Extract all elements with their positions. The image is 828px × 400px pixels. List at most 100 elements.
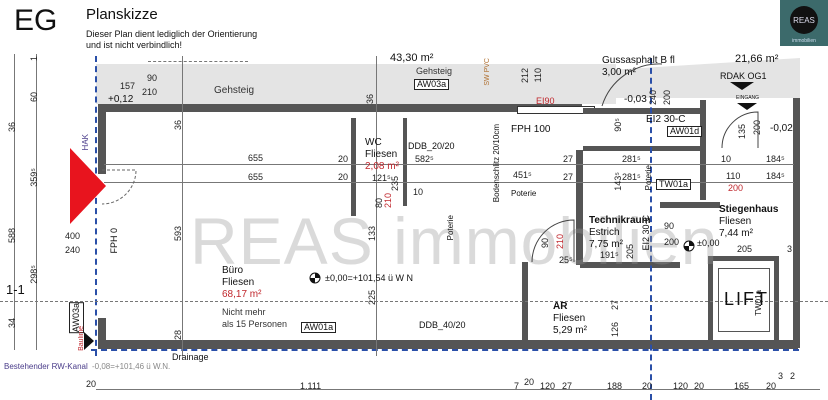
dim-bottom-2: 2 xyxy=(790,371,796,381)
dim-stair-184b: 184⁵ xyxy=(766,171,785,181)
room-tech-name: Technikraum xyxy=(589,215,651,226)
room-wc: WC Fliesen 2,08 m² xyxy=(365,137,399,173)
dim-bottom-20d: 20 xyxy=(694,381,705,391)
lift-wall-north xyxy=(708,256,779,261)
dim-655-b: 655 xyxy=(248,172,264,182)
dim-left-60: 60 xyxy=(29,92,39,103)
south-wall xyxy=(98,340,798,349)
dim-tech-191: 191⁵ xyxy=(600,250,619,260)
dim-line-36 xyxy=(376,56,377,356)
dim-36-buero: 36 xyxy=(173,120,183,131)
room-wc-area: 2,08 m² xyxy=(365,161,399,172)
tag-tw01a-lift: TW01a xyxy=(754,290,763,316)
sidewalk-area-value: 43,30 m² xyxy=(390,52,434,64)
dim-wc-582: 582⁵ xyxy=(415,154,434,164)
dim-stair-90: 90 xyxy=(664,221,675,231)
gusss-wall-south xyxy=(583,146,703,151)
north-wall xyxy=(98,104,582,112)
label-hak: HAK xyxy=(81,134,90,151)
tag-aw01d: AW01d xyxy=(667,126,703,137)
stair-wall-2 xyxy=(660,202,720,208)
disclaimer-line-1: Dieser Plan dient lediglich der Orientie… xyxy=(86,29,258,39)
tag-poterie-2: Poterie xyxy=(511,189,537,198)
room-buero-note1: Nicht mehr xyxy=(222,307,266,317)
room-ar: AR Fliesen 5,29 m² xyxy=(553,301,587,337)
baulinie-marker-icon xyxy=(84,332,94,350)
room-ar-area: 5,29 m² xyxy=(553,325,587,336)
dim-stair-3: 3 xyxy=(787,244,793,254)
dim-stair-205: 205 xyxy=(737,244,753,254)
door-swing-entrance-icon xyxy=(101,169,137,205)
dim-655-a: 655 xyxy=(248,153,264,163)
dim-110: 110 xyxy=(533,68,543,83)
floor-label: EG xyxy=(14,4,58,37)
label-ei90: EI90 xyxy=(536,96,555,106)
canopy-line xyxy=(148,61,248,62)
disclaimer-line-2: und ist nicht verbindlich! xyxy=(86,40,183,50)
dim-bottom-7: 7 xyxy=(514,381,520,391)
section-marker: 1-1 xyxy=(6,282,25,297)
west-wall xyxy=(98,104,106,174)
entrance-area-value: 21,66 m² xyxy=(735,53,779,65)
section-line xyxy=(0,301,828,302)
dim-tech-281b: 281⁵ xyxy=(622,172,641,182)
dim-mid-27a: 27 xyxy=(563,154,574,164)
tag-ei230c-top: EI2 30-C xyxy=(646,114,686,125)
room-ar-name: AR xyxy=(553,301,568,312)
rdak-arrow-icon xyxy=(730,82,754,90)
entrance-arrow-small-icon xyxy=(737,103,757,110)
room-ar-floor: Fliesen xyxy=(553,313,586,324)
room-lift: LIFT xyxy=(724,289,770,309)
datum-label: ±0,00=+101,54 ü W N xyxy=(325,273,413,283)
dim-240: 240 xyxy=(65,245,81,255)
room-stair-area: 7,44 m² xyxy=(719,228,753,239)
tech-wall-south xyxy=(580,262,680,268)
lift-shaft xyxy=(718,268,770,332)
room-stiegenhaus: Stiegenhaus Fliesen 7,44 m² xyxy=(719,204,778,240)
tag-ei230c-mid: EI2 30-C xyxy=(641,215,651,251)
dim-ar-door-25: 25⁵ xyxy=(559,255,573,265)
dim-451: 451⁵ xyxy=(513,170,532,180)
dim-stair-184a: 184⁵ xyxy=(766,154,785,164)
dim-bottom-188: 188 xyxy=(607,381,623,391)
label-fph100: FPH 100 xyxy=(511,124,551,135)
rw-level-label: -0,08=+101,46 ü W.N. xyxy=(92,362,171,371)
dim-ar-27: 27 xyxy=(610,300,620,311)
door-swing-gusss-icon xyxy=(601,63,663,107)
west-wall-lower xyxy=(98,318,106,348)
dim-bottom-3: 3 xyxy=(778,371,784,381)
room-technikraum: Technikraum Estrich 7,75 m² xyxy=(589,215,651,251)
gussasphalt-label: Gussasphalt B fl xyxy=(602,55,675,66)
tech-wall-west xyxy=(576,150,583,265)
dim-left-298: 298⁵ xyxy=(29,265,39,284)
rw-kanal-label: Bestehender RW-Kanal xyxy=(4,362,88,371)
tag-aw03a-top: AW03a xyxy=(414,79,450,90)
drainage-label: Drainage xyxy=(172,352,209,362)
dim-36-mid: 36 xyxy=(365,94,375,105)
dim-stair-110: 110 xyxy=(726,171,741,181)
datum-stair-label: ±0,00 xyxy=(697,238,720,248)
tag-bodenschlitz: Bodenschlitz 20/10cm xyxy=(492,124,501,203)
dim-wc-10: 10 xyxy=(413,187,424,197)
wc-wall-2 xyxy=(403,118,407,206)
room-tech-area: 7,75 m² xyxy=(589,239,623,250)
room-tech-floor: Estrich xyxy=(589,227,620,238)
dim-210-door: 210 xyxy=(142,87,158,97)
dim-left-36: 36 xyxy=(7,122,17,133)
dim-line-655b xyxy=(104,182,794,183)
axis-line-west xyxy=(95,56,97,356)
dim-tech-205: 205 xyxy=(625,244,635,260)
dim-left-1: 1 xyxy=(29,56,39,62)
sidewalk-label-left: Gehsteig xyxy=(214,85,255,96)
level-gussasphalt: -0,03 xyxy=(624,94,647,105)
dim-wc-235: 235 xyxy=(390,176,400,192)
dim-stair-10: 10 xyxy=(721,154,732,164)
stair-wall xyxy=(700,100,706,200)
sidewalk-label-mid: Gehsteig xyxy=(416,66,453,76)
tag-poterie-3: Poterie xyxy=(644,165,653,191)
entrance-label: EINGANG xyxy=(736,95,760,101)
room-buero-area: 68,17 m² xyxy=(222,289,262,300)
dim-bottom-120: 120 xyxy=(540,381,556,391)
reas-logo: REAS immobilien xyxy=(780,0,828,46)
dim-left-34: 34 xyxy=(7,318,17,329)
